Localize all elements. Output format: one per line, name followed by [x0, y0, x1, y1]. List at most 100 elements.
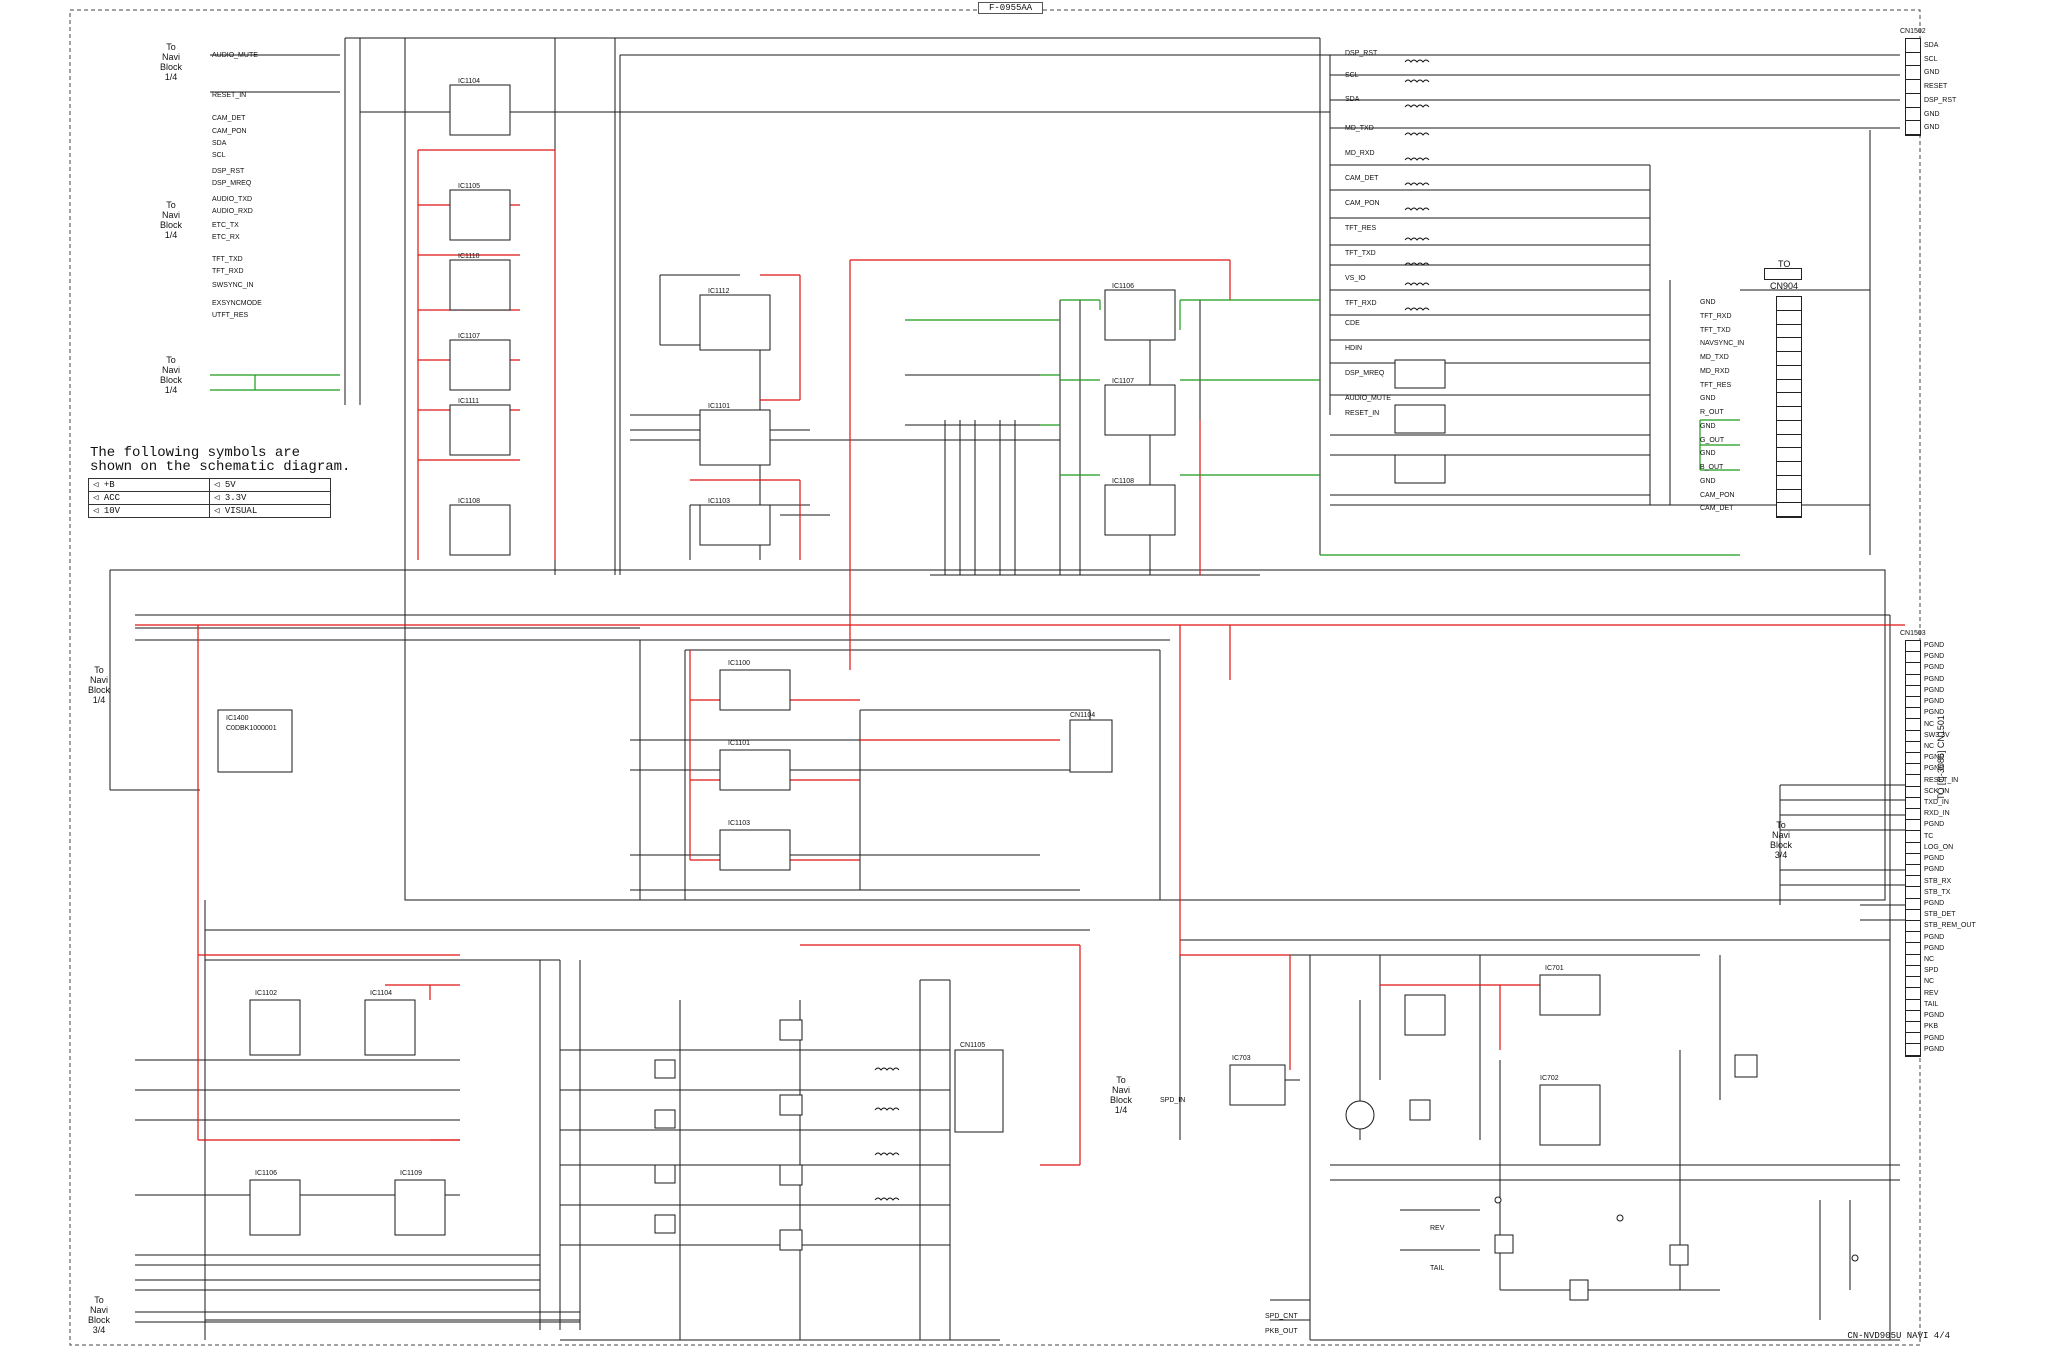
cn1503-pin — [1906, 1044, 1920, 1056]
cn1503-pin-label: NC — [1924, 978, 1935, 986]
ic-box — [1104, 484, 1176, 536]
legend-title-line2: shown on the schematic diagram. — [90, 459, 351, 475]
outer-frame — [69, 9, 1921, 1346]
cn1503-pin — [1906, 641, 1920, 653]
cn1502-pin-label: DSP_RST — [1924, 96, 1957, 104]
cn1503-pin — [1906, 798, 1920, 810]
cn1503-name: CN1503 — [1900, 630, 1926, 637]
right-signal-label: SCL — [1345, 72, 1359, 79]
ic-box — [449, 504, 511, 556]
left-signal-label: AUDIO_RXD — [212, 208, 253, 215]
ic-box — [1069, 719, 1113, 773]
right-signal-label: VS_IO — [1345, 275, 1366, 282]
left-signal-label: DSP_MREQ — [212, 180, 252, 187]
left-signal-label: DSP_RST — [212, 168, 245, 175]
cn1503-pin — [1906, 966, 1920, 978]
right-signal-label: CDE — [1345, 320, 1360, 327]
cn904-pin-label: B_OUT — [1700, 464, 1724, 471]
right-signal-label: TFT_RXD — [1345, 300, 1377, 307]
ic-label: IC1111 — [458, 398, 480, 405]
ic-label: IC1104 — [370, 990, 393, 997]
ic-box — [364, 999, 416, 1056]
cn1502-pin — [1906, 108, 1920, 122]
cn1503-pin-label: PGND — [1924, 855, 1945, 863]
cn904-pin-label: GND — [1700, 422, 1716, 430]
ic-box — [449, 339, 511, 391]
cn904-header-box — [1764, 268, 1802, 280]
ic-box — [449, 259, 511, 311]
cn904-pin-label: R_OUT — [1700, 409, 1724, 416]
cn1502-connector — [1905, 38, 1921, 136]
ic-box — [699, 294, 771, 351]
cn1503-pin-label: NC — [1924, 742, 1935, 750]
ic-box — [449, 404, 511, 456]
ic-box — [719, 749, 791, 791]
cn1503-pin — [1906, 843, 1920, 854]
cn1503-pin-label: PGND — [1924, 754, 1945, 762]
cn1503-pin-label: PGND — [1924, 686, 1945, 694]
footer-label: CN-NVD905U NAVI 4/4 — [1847, 1331, 1950, 1341]
cn904-pin-label: NAVSYNC_IN — [1700, 340, 1745, 348]
ic1400-label: IC1400 — [226, 715, 249, 722]
cn904-pin-label: TFT_RXD — [1700, 312, 1732, 320]
cn1502-pin — [1906, 53, 1920, 67]
cn904-pin-label: G_OUT — [1700, 436, 1725, 444]
cn904-pin-label: TFT_RES — [1700, 381, 1732, 389]
left-signal-label: CAM_PON — [212, 128, 247, 135]
right-signal-label: SDA — [1345, 96, 1360, 103]
rev-label: REV — [1430, 1225, 1445, 1232]
cn1503-pin — [1906, 820, 1920, 832]
ic-label: IC1109 — [400, 1170, 423, 1177]
cn1502-pin — [1906, 39, 1920, 53]
cn904-pin — [1777, 462, 1801, 476]
ic-box — [954, 1049, 1004, 1133]
ic-label: IC1106 — [1112, 283, 1135, 290]
right-signal-label: MD_TXD — [1345, 125, 1374, 132]
spd-cnt-label: SPD_CNT — [1265, 1313, 1298, 1320]
pkb-out-label: PKB_OUT — [1265, 1328, 1298, 1335]
left-signal-label: SCL — [212, 152, 226, 159]
ic-box — [249, 1179, 301, 1236]
cn904-pin — [1777, 311, 1801, 325]
cn1503-pin — [1906, 865, 1920, 877]
cn1503-pin — [1906, 731, 1920, 742]
cn904-pin — [1777, 366, 1801, 380]
cn1503-pin-label: PGND — [1924, 933, 1945, 941]
cn904-pin-label: GND — [1700, 395, 1716, 403]
legend-title-line1: The following symbols are — [90, 445, 301, 461]
ic-label: IC1107 — [458, 333, 481, 340]
cn1502-pin-label: GND — [1924, 124, 1940, 132]
left-signal-label: TFT_TXD — [212, 256, 243, 263]
ic-box — [1104, 384, 1176, 436]
cn1502-name: CN1502 — [1900, 28, 1926, 35]
ic-label: IC1101 — [728, 740, 751, 747]
cn1503-pin-label: SPD — [1924, 967, 1939, 975]
cn1503-pin-label: SW3.3V — [1924, 731, 1950, 739]
cn1503-pin — [1906, 697, 1920, 709]
cn1503-pin — [1906, 943, 1920, 955]
cn1502-pin-label: GND — [1924, 69, 1940, 77]
ic-label: IC1108 — [1112, 478, 1135, 485]
ic-box — [449, 84, 511, 136]
main-wiring — [109, 37, 1905, 1341]
ic-box — [394, 1179, 446, 1236]
cn1503-pin — [1906, 887, 1920, 899]
cn904-connector — [1776, 296, 1802, 518]
ic-box — [1539, 1084, 1601, 1146]
cn904-pin-label: TFT_TXD — [1700, 326, 1731, 334]
cn904-pin — [1777, 380, 1801, 394]
legend-cell: ◁ VISUAL — [209, 504, 331, 518]
cn1503-pin-label: NC — [1924, 720, 1935, 728]
cn1104-label: CN1104 — [1070, 712, 1096, 719]
right-signal-label: CAM_PON — [1345, 200, 1380, 207]
cn1502-pin-label: RESET — [1924, 83, 1948, 91]
cn1503-pin — [1906, 764, 1920, 776]
cn1503-pin-label: PGND — [1924, 765, 1945, 773]
cn1503-pin-label: PKB — [1924, 1023, 1939, 1031]
cn904-pin-label: CAM_PON — [1700, 491, 1735, 499]
